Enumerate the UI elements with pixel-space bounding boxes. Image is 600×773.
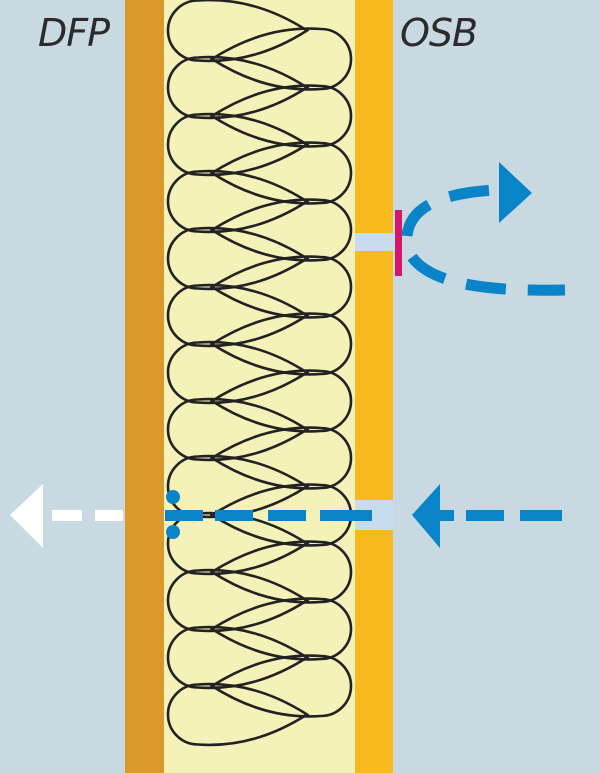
flow-dot <box>166 490 180 504</box>
flow-dash <box>466 510 504 521</box>
dfp-board <box>125 0 164 773</box>
exit-dash <box>95 510 123 521</box>
flow-dash <box>320 510 372 521</box>
flow-arrowhead-icon <box>412 484 440 548</box>
insulation-loop <box>209 654 353 718</box>
flow-dash <box>268 510 306 521</box>
osb-board <box>355 0 393 773</box>
exit-arrowhead-icon <box>10 484 43 548</box>
insulation-layer <box>164 0 355 773</box>
flow-dash <box>215 510 253 521</box>
air-flow-arrow <box>401 184 566 296</box>
air-flow-arrowhead-icon <box>499 162 532 223</box>
flow-dash <box>165 510 203 521</box>
flow-dash <box>440 510 454 521</box>
insulation-loop <box>166 682 310 747</box>
osb-gap-top <box>355 233 395 251</box>
insulation-loop-pattern <box>166 0 353 747</box>
vapour-diffusion-arrow <box>10 484 562 548</box>
flow-dot <box>166 525 180 539</box>
exit-dash <box>52 510 82 521</box>
osb-label: OSB <box>400 11 478 55</box>
seal-tape <box>395 210 402 276</box>
flow-dash <box>520 510 562 521</box>
dfp-label: DFP <box>38 11 110 55</box>
